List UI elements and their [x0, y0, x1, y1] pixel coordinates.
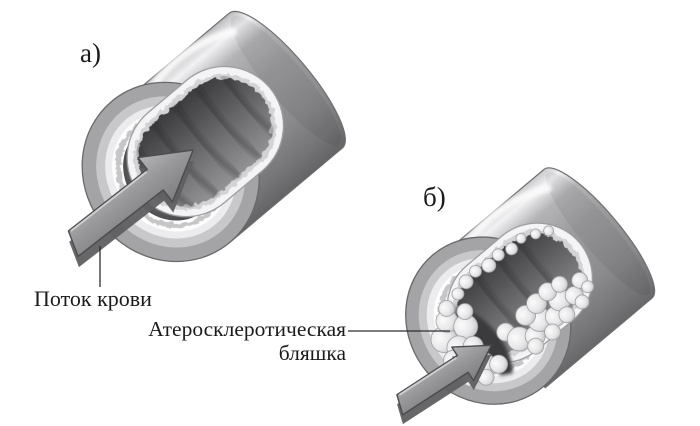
plaque-bump: [543, 225, 555, 237]
plaque-bump: [574, 294, 590, 310]
plaque-bump: [491, 248, 505, 262]
panel-label-b: б): [423, 182, 446, 212]
plaque-bump: [530, 228, 541, 240]
plaque-bump: [558, 306, 576, 324]
plaque-bump: [551, 275, 568, 293]
plaque-bump: [515, 232, 527, 244]
plaque-bump: [438, 300, 456, 317]
plaque-bump: [458, 274, 474, 290]
vessel-b-outline: [436, 167, 656, 389]
plaque-label-line1: Атеросклеротическая: [148, 317, 346, 341]
plaque-label: Атеросклеротическая бляшка: [118, 317, 346, 365]
plaque-bump: [469, 264, 482, 278]
blood-flow-label: Поток крови: [34, 286, 152, 311]
plaque-bump: [481, 257, 497, 273]
artery-b-illustration: [405, 167, 656, 405]
vessel-a-highlight: [146, 26, 238, 93]
plaque-bump: [456, 303, 474, 320]
plaque-bump: [505, 242, 518, 256]
plaque-bump: [451, 287, 465, 301]
plaque-bump: [453, 314, 479, 339]
plaque-bump: [527, 337, 545, 355]
arrow-b-body: [396, 344, 492, 416]
vessel-b-endcap-shade: [545, 172, 651, 296]
plaque-bump: [544, 323, 561, 341]
vessel-a-endcap-shade: [230, 15, 342, 146]
vessel-a-outline: [116, 10, 346, 243]
plaque-bump: [581, 280, 595, 294]
panel-label-a: а): [80, 38, 101, 68]
blood-flow-arrow-b: [396, 344, 492, 425]
blood-flow-arrow-a: [67, 149, 194, 268]
arrow-a-body: [67, 149, 194, 258]
arrow-b-highlight: [398, 356, 457, 396]
plaque-label-line2: бляшка: [278, 341, 346, 365]
arrow-a-highlight: [70, 171, 148, 232]
plaque-bump: [489, 354, 509, 374]
